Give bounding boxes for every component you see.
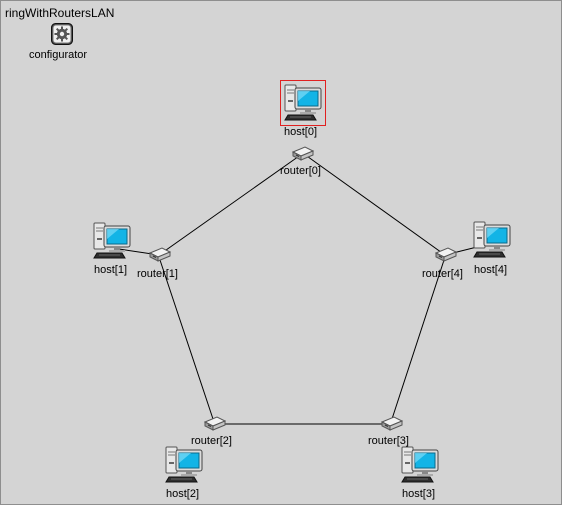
host-4-label: host[4] [474, 264, 508, 276]
selection-box [280, 80, 326, 126]
network-title: ringWithRoutersLAN [5, 6, 115, 20]
router-0[interactable] [291, 146, 315, 162]
host-3-label: host[3] [402, 488, 436, 500]
host-3[interactable] [400, 444, 440, 484]
desktop-computer-icon [93, 222, 131, 259]
configurator-module[interactable] [51, 23, 73, 45]
router-icon [148, 247, 172, 262]
desktop-computer-icon [473, 221, 511, 258]
gear-icon [51, 23, 73, 45]
link-router0-router1 [158, 153, 303, 256]
router-3-label: router[3] [368, 435, 409, 447]
host-0[interactable] [283, 82, 323, 122]
router-2-label: router[2] [191, 435, 232, 447]
host-1[interactable] [92, 220, 132, 260]
host-2[interactable] [164, 444, 204, 484]
router-1[interactable] [148, 247, 172, 263]
host-1-label: host[1] [94, 264, 128, 276]
router-2[interactable] [203, 416, 227, 432]
router-0-label: router[0] [280, 165, 321, 177]
router-icon [203, 416, 227, 431]
desktop-computer-icon [284, 84, 322, 121]
router-4-label: router[4] [422, 268, 463, 280]
host-0-label: host[0] [284, 126, 318, 138]
desktop-computer-icon [165, 446, 203, 483]
link-router1-router2 [158, 256, 215, 423]
configurator-label: configurator [29, 49, 88, 61]
router-icon [434, 247, 458, 262]
link-router0-router4 [303, 153, 446, 256]
router-4[interactable] [434, 247, 458, 263]
host-4[interactable] [472, 219, 512, 259]
host-2-label: host[2] [166, 488, 200, 500]
router-3[interactable] [380, 416, 404, 432]
desktop-computer-icon [401, 446, 439, 483]
router-icon [291, 146, 315, 161]
router-1-label: router[1] [137, 268, 178, 280]
link-router4-router3 [390, 256, 446, 423]
router-icon [380, 416, 404, 431]
